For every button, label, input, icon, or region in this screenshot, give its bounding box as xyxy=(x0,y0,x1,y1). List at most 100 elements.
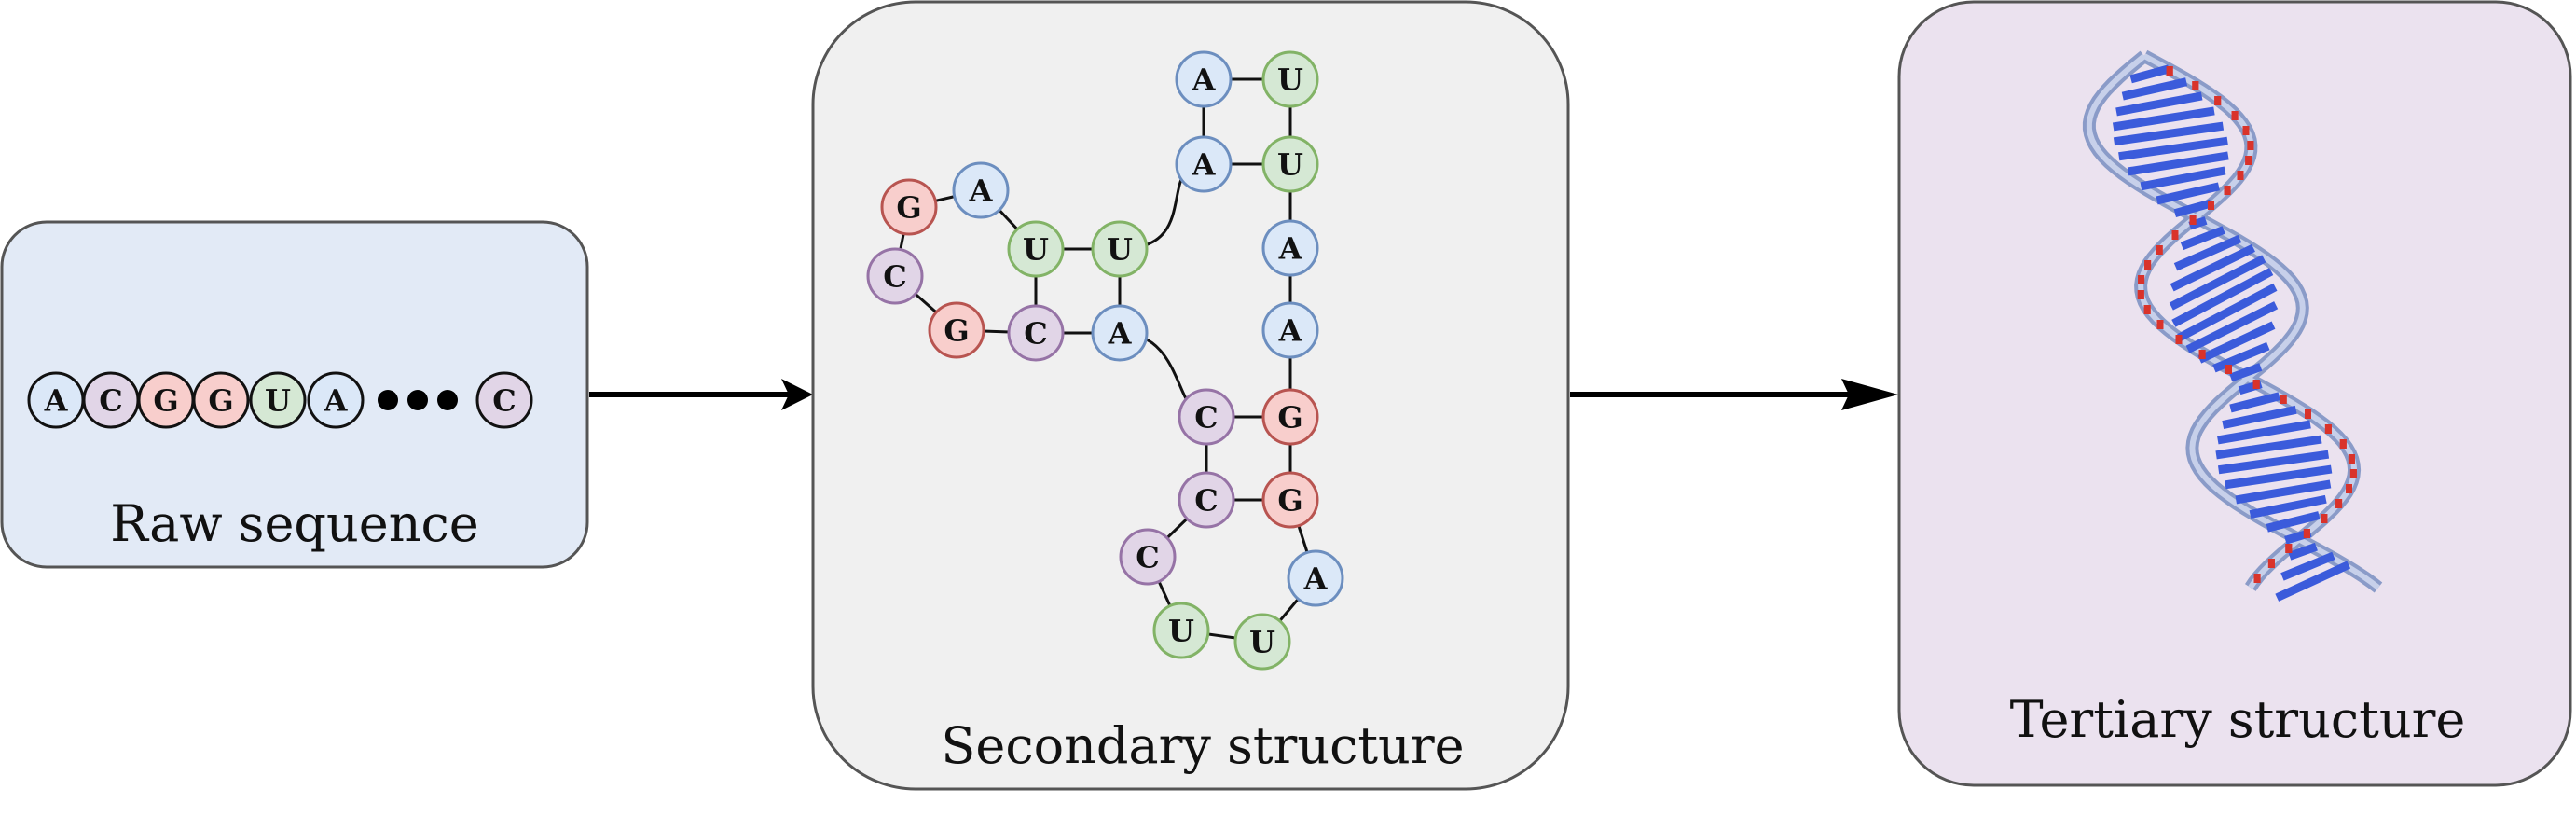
helix-base-pair xyxy=(2169,255,2266,311)
helix-phosphate xyxy=(2231,111,2239,120)
helix-base-pair xyxy=(2115,91,2203,117)
helix-base-pair xyxy=(2170,243,2255,292)
secondary-nucleotide-label: A xyxy=(1278,313,1303,349)
secondary-nucleotide-label: U xyxy=(1277,147,1303,183)
arrow-head-1 xyxy=(781,379,813,410)
secondary-nucleotide: U xyxy=(1233,613,1291,671)
helix-phosphate xyxy=(2253,574,2261,583)
helix-phosphate xyxy=(2303,529,2310,538)
helix-phosphate xyxy=(2137,290,2144,299)
secondary-nucleotide-label: U xyxy=(1168,614,1194,649)
secondary-nucleotide: G xyxy=(1261,388,1319,446)
secondary-nucleotide-label: A xyxy=(1192,62,1217,98)
secondary-nucleotide-label: U xyxy=(1023,232,1049,268)
helix-base-pair xyxy=(2229,392,2280,413)
secondary-nucleotide-circle xyxy=(1261,388,1319,446)
raw-nucleotide: A xyxy=(27,371,85,429)
raw-nucleotide: G xyxy=(192,371,250,429)
helix-base-pair xyxy=(2229,363,2263,382)
helix-phosphate xyxy=(2237,171,2244,180)
raw-nucleotide-label: G xyxy=(208,383,233,419)
helix-base-pair xyxy=(2275,561,2351,602)
secondary-nucleotide-label: A xyxy=(1192,147,1217,183)
secondary-nucleotide: C xyxy=(1119,528,1177,586)
secondary-nucleotide-circle xyxy=(1091,304,1149,362)
secondary-nucleotide-circle xyxy=(880,178,938,236)
secondary-nucleotide-label: U xyxy=(1107,232,1133,268)
secondary-nucleotide-label: C xyxy=(1024,316,1047,352)
helix-base-pair xyxy=(2173,234,2242,271)
helix-phosphate xyxy=(2252,380,2260,389)
secondary-nucleotide-circle xyxy=(1175,135,1233,193)
helix-phosphate xyxy=(2324,424,2332,434)
helix-phosphate xyxy=(2280,395,2287,404)
raw-nucleotide-label: U xyxy=(265,383,291,419)
helix-base-pair xyxy=(2217,420,2311,445)
secondary-nucleotide-label: G xyxy=(944,313,969,349)
secondary-nucleotide-circle xyxy=(1261,219,1319,277)
secondary-nucleotide: G xyxy=(928,301,985,359)
secondary-nucleotide-circle xyxy=(1261,471,1319,529)
secondary-nucleotide-label: G xyxy=(896,190,921,226)
helix-base-pair xyxy=(2180,226,2225,251)
secondary-nucleotide-label: A xyxy=(1303,561,1329,597)
helix-base-pair xyxy=(2266,511,2321,533)
helix-phosphate xyxy=(2348,454,2355,464)
helix-phosphate xyxy=(2305,409,2311,419)
helix-phosphate xyxy=(2166,66,2173,76)
helix-base-pair xyxy=(2113,121,2225,146)
secondary-nucleotide: C xyxy=(1178,471,1235,529)
helix-base-pair xyxy=(2112,106,2215,132)
helix-base-pair xyxy=(2222,405,2297,429)
helix-phosphate xyxy=(2245,156,2252,165)
secondary-nucleotide-label: A xyxy=(1278,231,1303,267)
helix-phosphate xyxy=(2242,126,2250,135)
helix-phosphate xyxy=(2171,230,2179,240)
helix-phosphate xyxy=(2225,365,2232,374)
secondary-nucleotide: A xyxy=(952,161,1010,219)
helix-base-pair xyxy=(2188,216,2208,230)
helix-phosphate xyxy=(2198,350,2206,359)
raw-nucleotide-label: G xyxy=(153,383,178,419)
secondary-nucleotide: A xyxy=(1261,219,1319,277)
raw-nucleotide-last-label: C xyxy=(492,383,516,419)
raw-nucleotide-last: C xyxy=(475,371,533,429)
secondary-nucleotide-circle xyxy=(1233,613,1291,671)
secondary-nucleotide-label: C xyxy=(1136,540,1159,575)
secondary-nucleotide-label: A xyxy=(1108,316,1133,352)
helix-base-pair xyxy=(2177,283,2278,342)
helix-base-pair xyxy=(2288,542,2318,561)
secondary-nucleotide: A xyxy=(1175,50,1233,108)
rna-double-helix-3d-render xyxy=(2082,49,2383,602)
helix-phosphate xyxy=(2175,335,2183,344)
secondary-nucleotide-circle xyxy=(866,247,924,305)
secondary-nucleotide: C xyxy=(1007,304,1065,362)
helix-phosphate xyxy=(2224,186,2231,195)
helix-phosphate xyxy=(2192,81,2199,90)
helix-base-pair xyxy=(2197,321,2276,364)
secondary-nucleotide-circle xyxy=(952,161,1010,219)
sequence-ellipsis xyxy=(378,390,458,410)
raw-nucleotide: G xyxy=(137,371,195,429)
raw-nucleotide: A xyxy=(307,371,365,429)
secondary-nucleotide: U xyxy=(1091,220,1149,278)
secondary-nucleotide-circle xyxy=(1178,471,1235,529)
secondary-nucleotide-circle xyxy=(1261,50,1319,108)
helix-base-pair xyxy=(2129,64,2170,84)
secondary-nucleotide: C xyxy=(866,247,924,305)
helix-base-pair xyxy=(2127,151,2229,176)
secondary-nucleotide-circle xyxy=(1261,135,1319,193)
helix-phosphate xyxy=(2143,305,2151,314)
secondary-nucleotide-label: U xyxy=(1277,62,1303,98)
secondary-nucleotide: C xyxy=(1178,388,1235,446)
secondary-nucleotide: U xyxy=(1261,135,1319,193)
helix-phosphate xyxy=(2285,544,2293,553)
helix-base-pair xyxy=(2215,435,2322,460)
raw-nucleotide-circle xyxy=(307,371,365,429)
secondary-nucleotide-circle xyxy=(1007,304,1065,362)
secondary-nucleotide-label: U xyxy=(1249,625,1275,660)
secondary-nucleotide-label: C xyxy=(1194,483,1218,519)
secondary-nucleotide-circle xyxy=(928,301,985,359)
